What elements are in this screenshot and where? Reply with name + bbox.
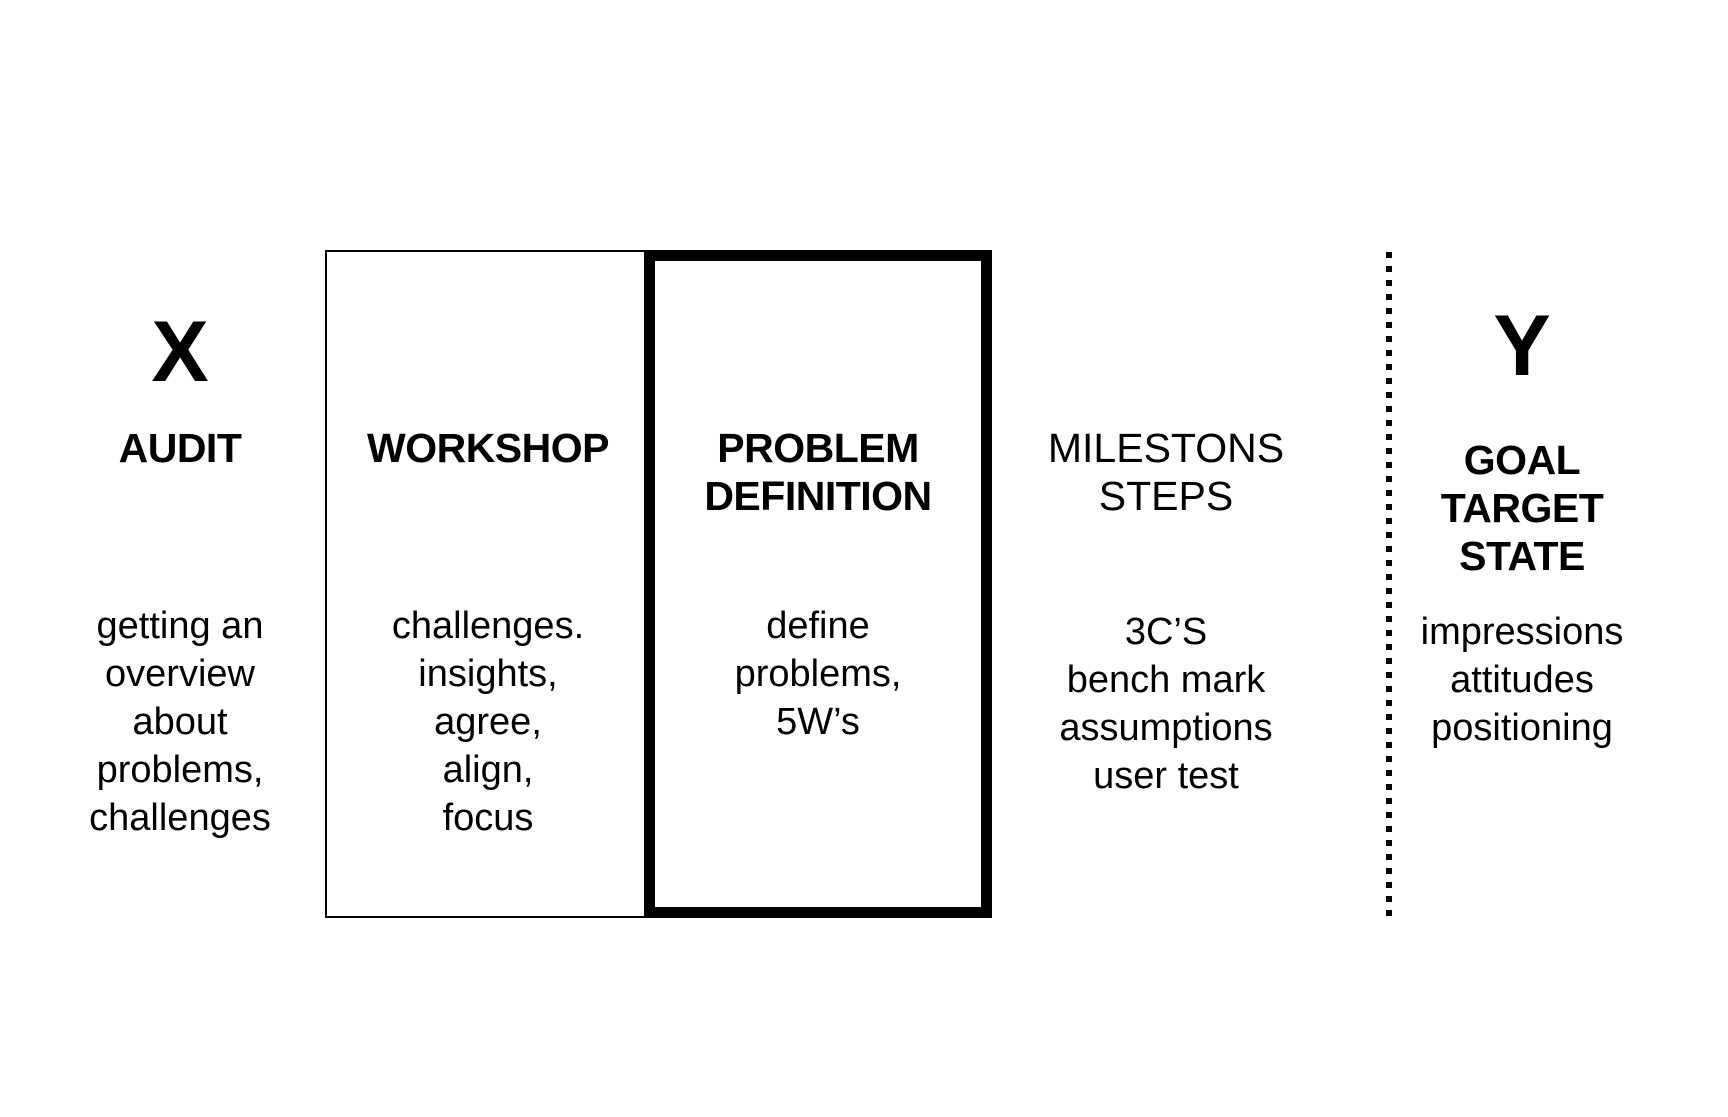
dotted-divider-line bbox=[1386, 252, 1392, 918]
heading-line: GOAL bbox=[1463, 437, 1581, 483]
heading-line: STATE bbox=[1459, 533, 1585, 579]
heading-line: DEFINITION bbox=[704, 473, 932, 519]
problem-definition-outline-box bbox=[644, 250, 992, 918]
body-line: focus bbox=[442, 797, 534, 839]
audit-description: getting an overview about problems, chal… bbox=[40, 602, 320, 842]
x-axis-symbol: X bbox=[151, 304, 209, 400]
body-line: getting an bbox=[96, 605, 264, 647]
body-line: agree, bbox=[434, 701, 542, 743]
heading-line: MILESTONS bbox=[1047, 425, 1285, 471]
goal-target-state-description: impressions attitudes positioning bbox=[1397, 608, 1647, 752]
body-line: bench mark bbox=[1066, 659, 1266, 701]
body-line: insights, bbox=[418, 653, 558, 695]
body-line: 5W’s bbox=[776, 701, 860, 743]
problem-definition-description: define problems, 5W’s bbox=[678, 602, 958, 746]
goal-target-state-heading: GOAL TARGET STATE bbox=[1397, 436, 1647, 580]
workshop-description: challenges. insights, agree, align, focu… bbox=[348, 602, 628, 842]
workshop-heading: WORKSHOP bbox=[367, 425, 610, 471]
body-line: attitudes bbox=[1450, 659, 1594, 701]
body-line: 3C’S bbox=[1124, 611, 1208, 653]
body-line: problems, bbox=[96, 749, 264, 791]
body-line: align, bbox=[442, 749, 534, 791]
heading-line: PROBLEM bbox=[717, 425, 919, 471]
y-axis-symbol: Y bbox=[1493, 298, 1551, 394]
workshop-outline-box bbox=[325, 250, 652, 918]
body-line: challenges. bbox=[391, 605, 585, 647]
body-line: overview bbox=[105, 653, 255, 695]
body-line: positioning bbox=[1431, 707, 1613, 749]
body-line: challenges bbox=[89, 797, 271, 839]
body-line: assumptions bbox=[1059, 707, 1273, 749]
heading-line: STEPS bbox=[1098, 473, 1234, 519]
milestones-heading: MILESTONS STEPS bbox=[1016, 424, 1316, 520]
milestones-description: 3C’S bench mark assumptions user test bbox=[1016, 608, 1316, 800]
audit-heading: AUDIT bbox=[118, 425, 242, 471]
problem-definition-heading: PROBLEM DEFINITION bbox=[678, 424, 958, 520]
heading-line: TARGET bbox=[1440, 485, 1604, 531]
body-line: problems, bbox=[734, 653, 902, 695]
body-line: impressions bbox=[1420, 611, 1624, 653]
body-line: about bbox=[132, 701, 228, 743]
body-line: user test bbox=[1093, 755, 1239, 797]
body-line: define bbox=[766, 605, 870, 647]
